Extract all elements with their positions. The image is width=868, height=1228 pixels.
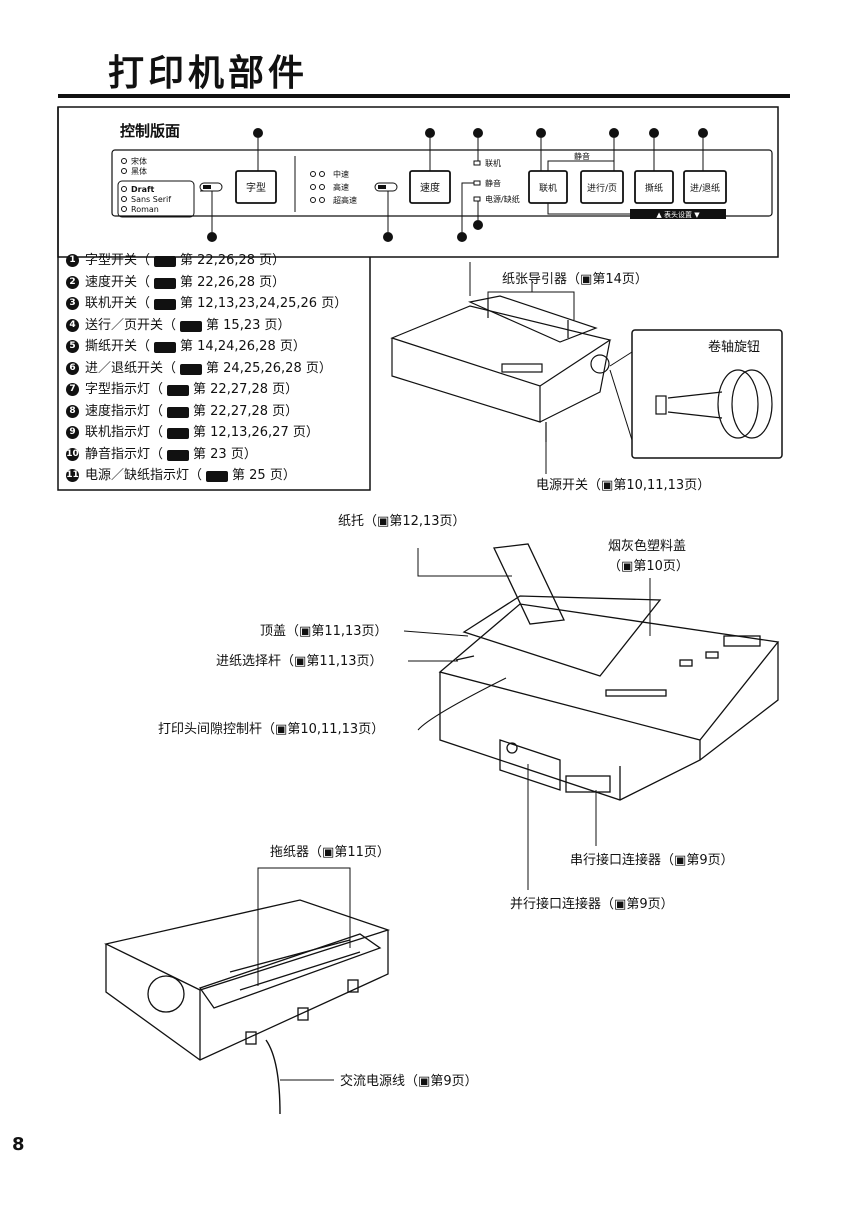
font-button[interactable] (235, 170, 277, 204)
lamp-roman-label: Roman (131, 205, 159, 214)
lamp-high-label: 高速 (333, 182, 349, 192)
silent-bracket-label: 静音 (574, 151, 590, 161)
page-title: 打印机部件 (108, 52, 309, 94)
feed-button[interactable] (580, 170, 624, 204)
reference-icon (154, 342, 177, 354)
font-button-label: 字型 (246, 181, 266, 194)
font-group-box (117, 180, 195, 218)
reference-icon (154, 277, 177, 289)
smoke-cover-label-1: 烟灰色塑料盖 (608, 538, 686, 554)
serial-connector-label: 串行接口连接器（▣第9页） (570, 852, 734, 868)
lamp-silent-label: 静音 (485, 178, 501, 188)
printer-small-illustration (390, 295, 612, 442)
knob-inset (631, 329, 783, 459)
knob-title: 卷轴旋钮 (708, 339, 760, 355)
reference-icon (180, 363, 203, 375)
panel-markers (200, 128, 708, 242)
lamp-hei (121, 168, 127, 174)
reference-icon (167, 449, 190, 461)
reference-icon (167, 406, 190, 418)
panel-face (111, 149, 773, 217)
power-switch-label: 电源开关（▣第10,11,13页） (536, 478, 710, 493)
parallel-connector-label: 并行接口连接器（▣第9页） (510, 896, 674, 912)
lamp-medium-label: 中速 (333, 169, 349, 179)
lamp-ultra-label: 超高速 (333, 195, 357, 205)
panel-heading: 控制版面 (120, 122, 180, 140)
ac-cord-label: 交流电源线（▣第9页） (340, 1073, 478, 1089)
feed-button-label: 进行/页 (587, 182, 617, 194)
reference-icon (167, 428, 190, 440)
online-button-label: 联机 (539, 182, 557, 194)
lamp-draft-label: Draft (131, 185, 154, 194)
smoke-cover-label-2: （▣第10页） (608, 559, 689, 574)
load-button[interactable] (683, 170, 727, 204)
lamp-song-label: 宋体 (131, 156, 147, 166)
tear-button-label: 撕纸 (645, 182, 663, 194)
reference-icon (154, 256, 177, 268)
head-gap-label: 打印头间隙控制杆（▣第10,11,13页） (158, 722, 384, 737)
printer-main-illustration (438, 543, 780, 801)
page-number: 8 (12, 1134, 25, 1155)
title-rule (58, 94, 790, 98)
reference-icon (206, 471, 229, 483)
lamp-hei-label: 黑体 (131, 166, 147, 176)
paper-guide-label: 纸张导引器（▣第14页） (502, 272, 648, 287)
load-button-label: 进/退纸 (690, 182, 720, 194)
reference-icon (167, 385, 190, 397)
printer-tractor-illustration (104, 899, 391, 1061)
paper-select-label: 进纸选择杆（▣第11,13页） (216, 654, 383, 669)
lamp-power-label: 电源/缺纸 (485, 194, 520, 204)
tractor-label: 拖纸器（▣第11页） (270, 845, 390, 860)
lamp-sans-label: Sans Serif (131, 195, 171, 204)
top-cover-label: 顶盖（▣第11,13页） (260, 624, 388, 639)
head-setting-label: ▲ 表头设置 ▼ (656, 210, 700, 219)
paper-rest-label: 纸托（▣第12,13页） (338, 514, 466, 529)
reference-icon (154, 299, 177, 311)
speed-button-label: 速度 (420, 181, 440, 194)
legend-frame (57, 107, 371, 491)
lamp-online-label: 联机 (485, 158, 501, 168)
reference-icon (180, 320, 203, 332)
knob-illustration (655, 369, 773, 439)
lamp-song (121, 158, 127, 164)
